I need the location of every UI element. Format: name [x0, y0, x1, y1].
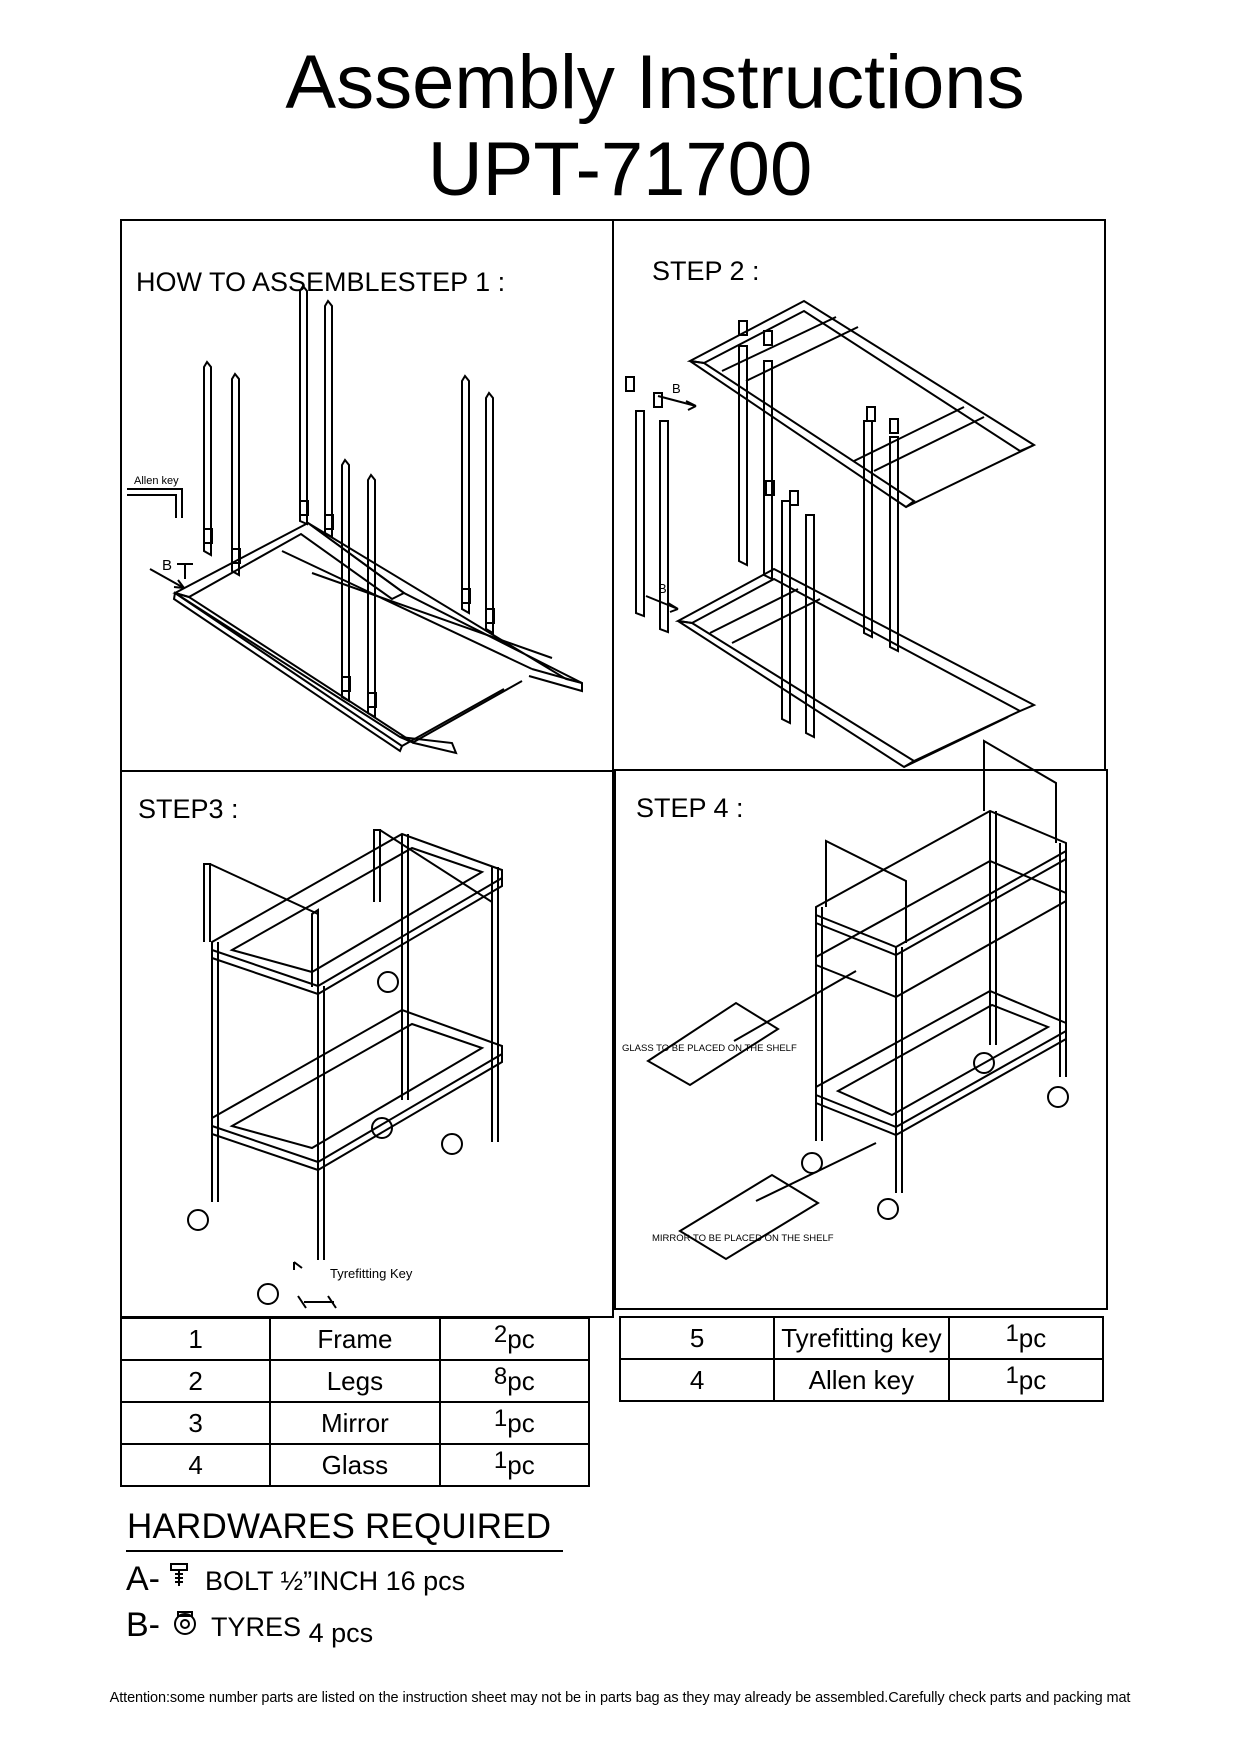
glass-plate: [646, 1001, 780, 1087]
lower-shelf: [211, 1008, 503, 1164]
allen-key-shape: [127, 488, 183, 518]
tyrefitting-key-label: Tyrefitting Key: [330, 1266, 413, 1281]
upper-shelf: [815, 809, 1067, 949]
part-qty: 2pc: [438, 1317, 591, 1361]
bolt-icon: [177, 563, 193, 579]
table-row: 4 Glass 1pc: [119, 1443, 591, 1487]
part-number: 2: [119, 1359, 272, 1403]
part-name: Glass: [269, 1443, 441, 1487]
step-2-panel: STEP 2 : B B: [612, 219, 1106, 772]
part-number: 4: [119, 1443, 272, 1487]
bolt-icon: [169, 1563, 188, 1586]
table-row: 4 Allen key 1pc: [618, 1358, 1105, 1402]
hardware-text: TYRES: [211, 1612, 302, 1642]
part-qty: 1pc: [947, 1316, 1105, 1360]
part-name: Allen key: [773, 1358, 950, 1402]
step-3-label: STEP3 :: [138, 794, 239, 824]
table-row: 5 Tyrefitting key 1pc: [618, 1316, 1105, 1360]
step-2-label: STEP 2 :: [652, 256, 760, 286]
step-3-diagram: [187, 829, 503, 1309]
step-3-panel: STEP3 : Tyrefitting Key: [120, 770, 614, 1318]
part-number: 4: [618, 1358, 776, 1402]
allen-key-label: Allen key: [134, 475, 179, 487]
part-qty: 1pc: [438, 1443, 591, 1487]
top-frame: [686, 299, 1037, 453]
hardware-qty: 4 pcs: [308, 1618, 374, 1648]
table-row: 2 Legs 8pc: [119, 1359, 591, 1403]
hardware-text: BOLT ½”INCH 16 pcs: [205, 1566, 466, 1596]
bolt-b-label: B: [162, 557, 173, 574]
part-name: Mirror: [269, 1401, 441, 1445]
step-4-diagram: [646, 739, 1069, 1261]
step-4-panel: STEP 4 : GLASS TO BE PLACED ON THE SHELF…: [614, 739, 1108, 1310]
bolt-b-label-top: B: [672, 381, 681, 396]
part-name: Frame: [269, 1317, 441, 1361]
step-2-diagram: [625, 299, 1037, 769]
tyre-icon: [173, 1611, 196, 1635]
step-1-label: HOW TO ASSEMBLESTEP 1 :: [136, 267, 506, 297]
document-title: Assembly Instructions: [285, 40, 1025, 125]
hardware-heading: HARDWARES REQUIRED: [127, 1507, 552, 1546]
table-row: 1 Frame 2pc: [119, 1317, 591, 1361]
part-qty: 8pc: [438, 1359, 591, 1403]
hardware-key: B-: [126, 1606, 160, 1644]
mirror-plate: [678, 1173, 820, 1261]
legs: [203, 284, 494, 719]
post-front-right: [317, 986, 325, 1260]
mirror-note: MIRROR TO BE PLACED ON THE SHELF: [652, 1233, 834, 1244]
parts-table-right: 5 Tyrefitting key 1pc 4 Allen key 1pc: [618, 1316, 1105, 1402]
step-1-panel: HOW TO ASSEMBLESTEP 1 : Allen key B: [120, 219, 614, 772]
part-qty: 1pc: [947, 1358, 1105, 1402]
tyre-icon: [187, 1209, 209, 1231]
legs: [635, 345, 899, 739]
part-number: 3: [119, 1401, 272, 1445]
part-name: Tyrefitting key: [773, 1316, 950, 1360]
attention-note: Attention:some number parts are listed o…: [109, 1690, 1131, 1706]
bottom-frame: [674, 567, 1037, 713]
hardware-item-bolt: A- BOLT ½”INCH 16 pcs: [126, 1560, 465, 1599]
table-row: 3 Mirror 1pc: [119, 1401, 591, 1445]
glass-note: GLASS TO BE PLACED ON THE SHELF: [622, 1043, 797, 1054]
upper-shelf: [211, 832, 503, 988]
part-number: 5: [618, 1316, 776, 1360]
part-number: 1: [119, 1317, 272, 1361]
bolt-b-label-bottom: B: [658, 581, 667, 596]
parts-table-left: 1 Frame 2pc 2 Legs 8pc 3 Mirror 1pc 4 Gl…: [119, 1317, 591, 1487]
wrench-icon: [297, 1295, 337, 1309]
part-name: Legs: [269, 1359, 441, 1403]
post-front-left: [211, 942, 219, 1202]
hardware-heading-underline: [126, 1550, 563, 1552]
hardware-key: A-: [126, 1560, 160, 1598]
step-4-label: STEP 4 :: [636, 793, 744, 823]
step-1-diagram: [127, 284, 583, 755]
part-qty: 1pc: [438, 1401, 591, 1445]
hardware-item-tyre: B- TYRES 4 pcs: [126, 1606, 374, 1648]
model-number: UPT-71700: [427, 127, 813, 212]
lower-shelf: [815, 989, 1067, 1129]
